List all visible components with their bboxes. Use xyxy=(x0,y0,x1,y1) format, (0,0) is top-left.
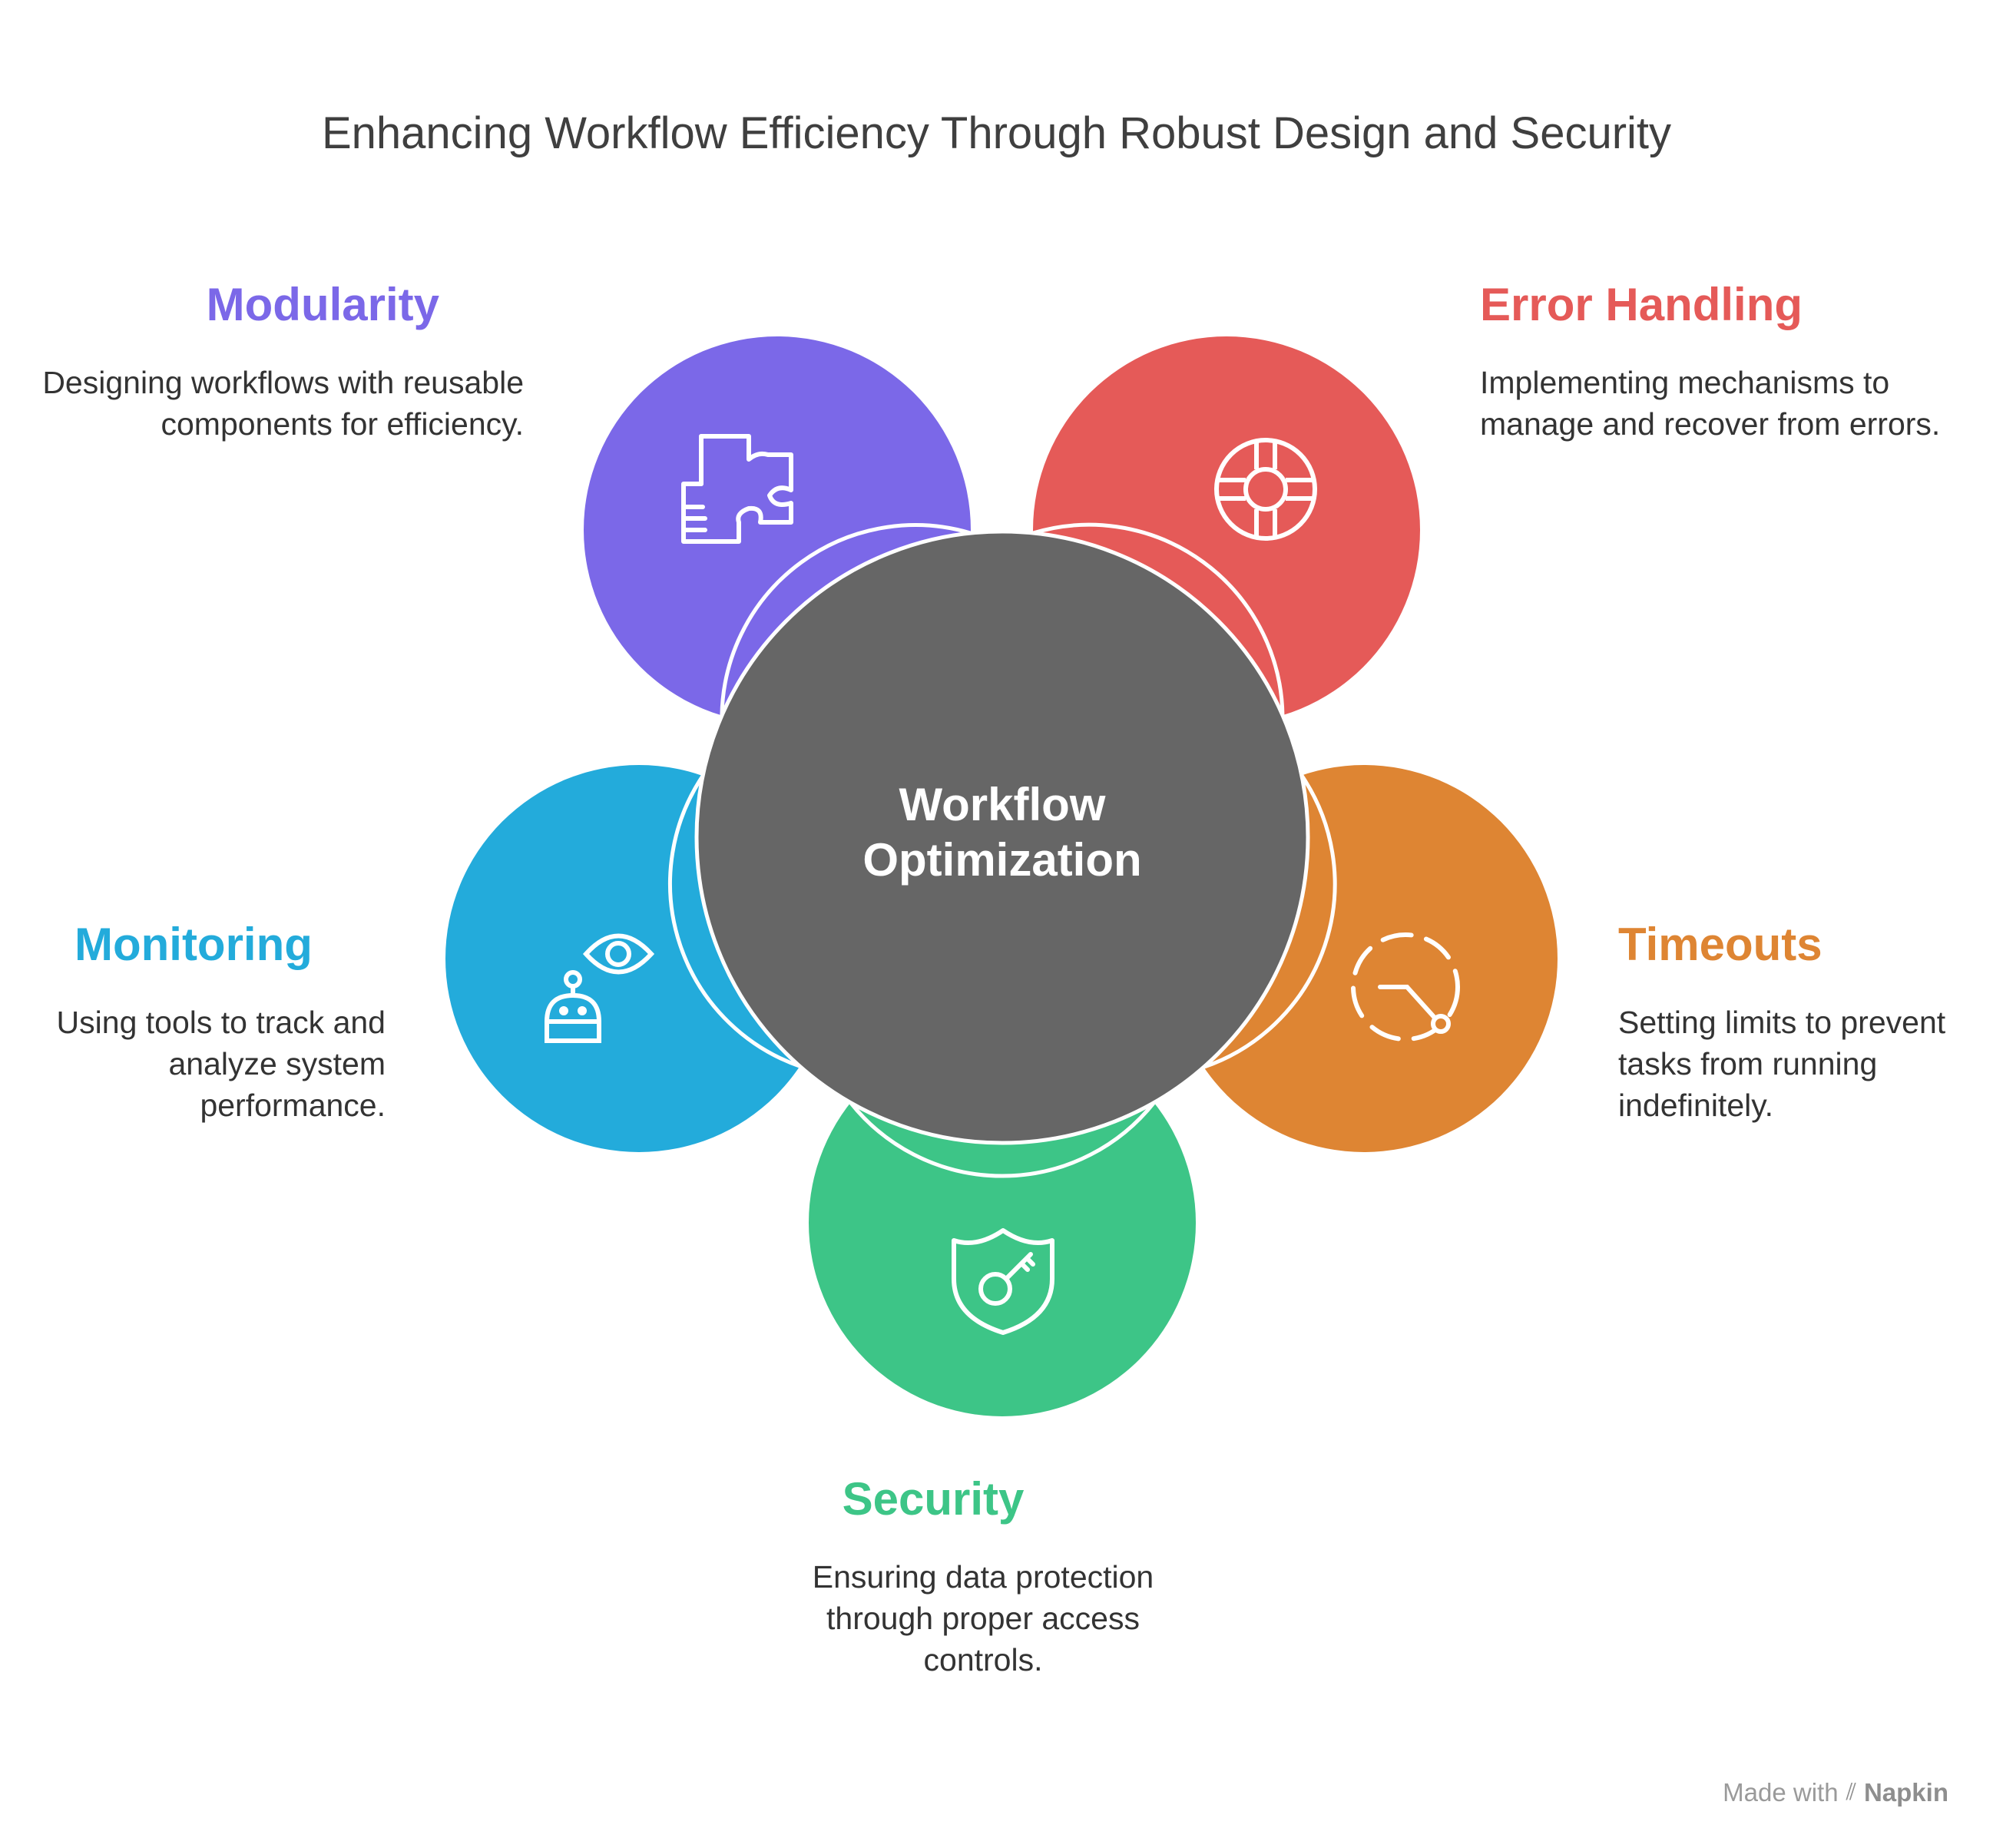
timeouts-title: Timeouts xyxy=(1618,919,1823,970)
security-title: Security xyxy=(842,1473,1025,1525)
footer-credit[interactable]: Made with ⫽ Napkin xyxy=(1723,1778,1948,1807)
monitoring-label: Monitoring Using tools to track and anal… xyxy=(0,918,386,1126)
monitoring-overlap-arc xyxy=(668,774,801,1068)
shield-key-icon xyxy=(952,1228,1054,1335)
modularity-description: Designing workflows with reusable compon… xyxy=(42,365,524,442)
page-title: Enhancing Workflow Efficiency Through Ro… xyxy=(321,108,1672,158)
security-overlap-arc xyxy=(849,1101,1156,1178)
robot-eye-icon xyxy=(545,933,655,1043)
footer-prefix: Made with xyxy=(1723,1778,1839,1807)
footer-brand: Napkin xyxy=(1863,1778,1948,1807)
modularity-label: Modularity Designing workflows with reus… xyxy=(0,278,524,445)
timeouts-label: Timeouts Setting limits to prevent tasks… xyxy=(1618,918,1971,1126)
security-description: Ensuring data protection through proper … xyxy=(812,1559,1154,1677)
timeouts-description: Setting limits to prevent tasks from run… xyxy=(1618,1005,1946,1123)
center-label-line2: Optimization xyxy=(862,834,1141,886)
error-overlap-arc xyxy=(1032,522,1285,716)
modularity-overlap-arc xyxy=(720,523,972,716)
modularity-title: Modularity xyxy=(206,279,439,330)
security-label: Security Ensuring data protection throug… xyxy=(791,1472,1175,1681)
error-handling-description: Implementing mechanisms to manage and re… xyxy=(1480,365,1941,442)
timeouts-overlap-arc xyxy=(1203,774,1337,1069)
napkin-logo-icon: ⫽ xyxy=(1846,1780,1856,1805)
monitoring-description: Using tools to track and analyze system … xyxy=(56,1005,386,1123)
error-handling-label: Error Handling Implementing mechanisms t… xyxy=(1480,278,1956,445)
puzzle-icon xyxy=(681,434,793,544)
timer-icon xyxy=(1351,932,1460,1042)
monitoring-title: Monitoring xyxy=(74,919,313,970)
center-label-line1: Workflow xyxy=(899,779,1106,830)
error-handling-title: Error Handling xyxy=(1480,279,1803,330)
center-circle xyxy=(694,529,1310,1145)
lifebuoy-icon xyxy=(1214,438,1317,541)
